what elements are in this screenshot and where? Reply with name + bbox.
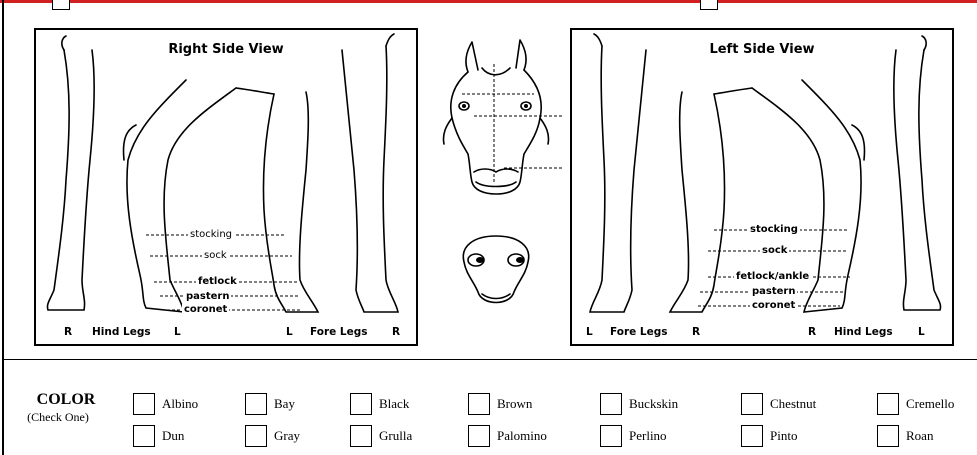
color-option-albino[interactable]: Albino xyxy=(133,393,198,415)
left-side-view-panel: Left Side View stocking sock fetlock/ank… xyxy=(570,28,954,346)
top-checkbox-right[interactable] xyxy=(700,0,718,10)
top-checkbox-left[interactable] xyxy=(52,0,70,10)
checkbox[interactable] xyxy=(468,425,490,447)
checkbox[interactable] xyxy=(350,393,372,415)
horse-head-drawing xyxy=(434,34,564,344)
color-option-black[interactable]: Black xyxy=(350,393,409,415)
checkbox[interactable] xyxy=(245,425,267,447)
checkbox[interactable] xyxy=(877,425,899,447)
color-option-buckskin[interactable]: Buckskin xyxy=(600,393,678,415)
right-view-title: Right Side View xyxy=(36,42,416,57)
color-option-dun[interactable]: Dun xyxy=(133,425,184,447)
color-option-cremello[interactable]: Cremello xyxy=(877,393,954,415)
footer-l: L xyxy=(586,326,593,338)
label-coronet: coronet xyxy=(750,300,797,312)
checkbox[interactable] xyxy=(133,425,155,447)
color-option-palomino[interactable]: Palomino xyxy=(468,425,547,447)
label-sock: sock xyxy=(202,250,229,262)
color-heading: COLOR xyxy=(16,391,116,409)
footer-l: L xyxy=(174,326,181,338)
label-pastern: pastern xyxy=(750,286,797,298)
footer-r-2: R xyxy=(392,326,400,338)
label-stocking: stocking xyxy=(748,224,800,236)
footer-hind-legs: Hind Legs xyxy=(92,326,151,338)
checkbox[interactable] xyxy=(600,425,622,447)
checkbox[interactable] xyxy=(350,425,372,447)
checkbox[interactable] xyxy=(600,393,622,415)
footer-r: R xyxy=(692,326,700,338)
label-stocking: stocking xyxy=(188,229,234,241)
checkbox[interactable] xyxy=(245,393,267,415)
color-option-chestnut[interactable]: Chestnut xyxy=(741,393,816,415)
checkbox[interactable] xyxy=(741,393,763,415)
label-sock: sock xyxy=(760,245,789,257)
color-option-roan[interactable]: Roan xyxy=(877,425,933,447)
color-option-gray[interactable]: Gray xyxy=(245,425,300,447)
color-option-brown[interactable]: Brown xyxy=(468,393,532,415)
footer-fore-legs: Fore Legs xyxy=(310,326,368,338)
footer-r: R xyxy=(64,326,72,338)
checkbox[interactable] xyxy=(468,393,490,415)
section-divider xyxy=(2,359,977,360)
color-option-perlino[interactable]: Perlino xyxy=(600,425,667,447)
checkbox[interactable] xyxy=(877,393,899,415)
color-subheading: (Check One) xyxy=(8,410,108,425)
checkbox[interactable] xyxy=(133,393,155,415)
footer-r-2: R xyxy=(808,326,816,338)
label-fetlock: fetlock xyxy=(196,276,239,288)
right-side-view-panel: Right Side View stocking sock fetlock pa… xyxy=(34,28,418,346)
footer-l-2: L xyxy=(918,326,925,338)
label-coronet: coronet xyxy=(182,304,229,316)
label-fetlock-ankle: fetlock/ankle xyxy=(734,271,811,283)
label-pastern: pastern xyxy=(184,291,231,303)
color-option-pinto[interactable]: Pinto xyxy=(741,425,797,447)
footer-l-2: L xyxy=(286,326,293,338)
color-option-grulla[interactable]: Grulla xyxy=(350,425,412,447)
footer-hind-legs: Hind Legs xyxy=(834,326,893,338)
checkbox[interactable] xyxy=(741,425,763,447)
color-option-bay[interactable]: Bay xyxy=(245,393,295,415)
footer-fore-legs: Fore Legs xyxy=(610,326,668,338)
left-view-title: Left Side View xyxy=(572,42,952,57)
